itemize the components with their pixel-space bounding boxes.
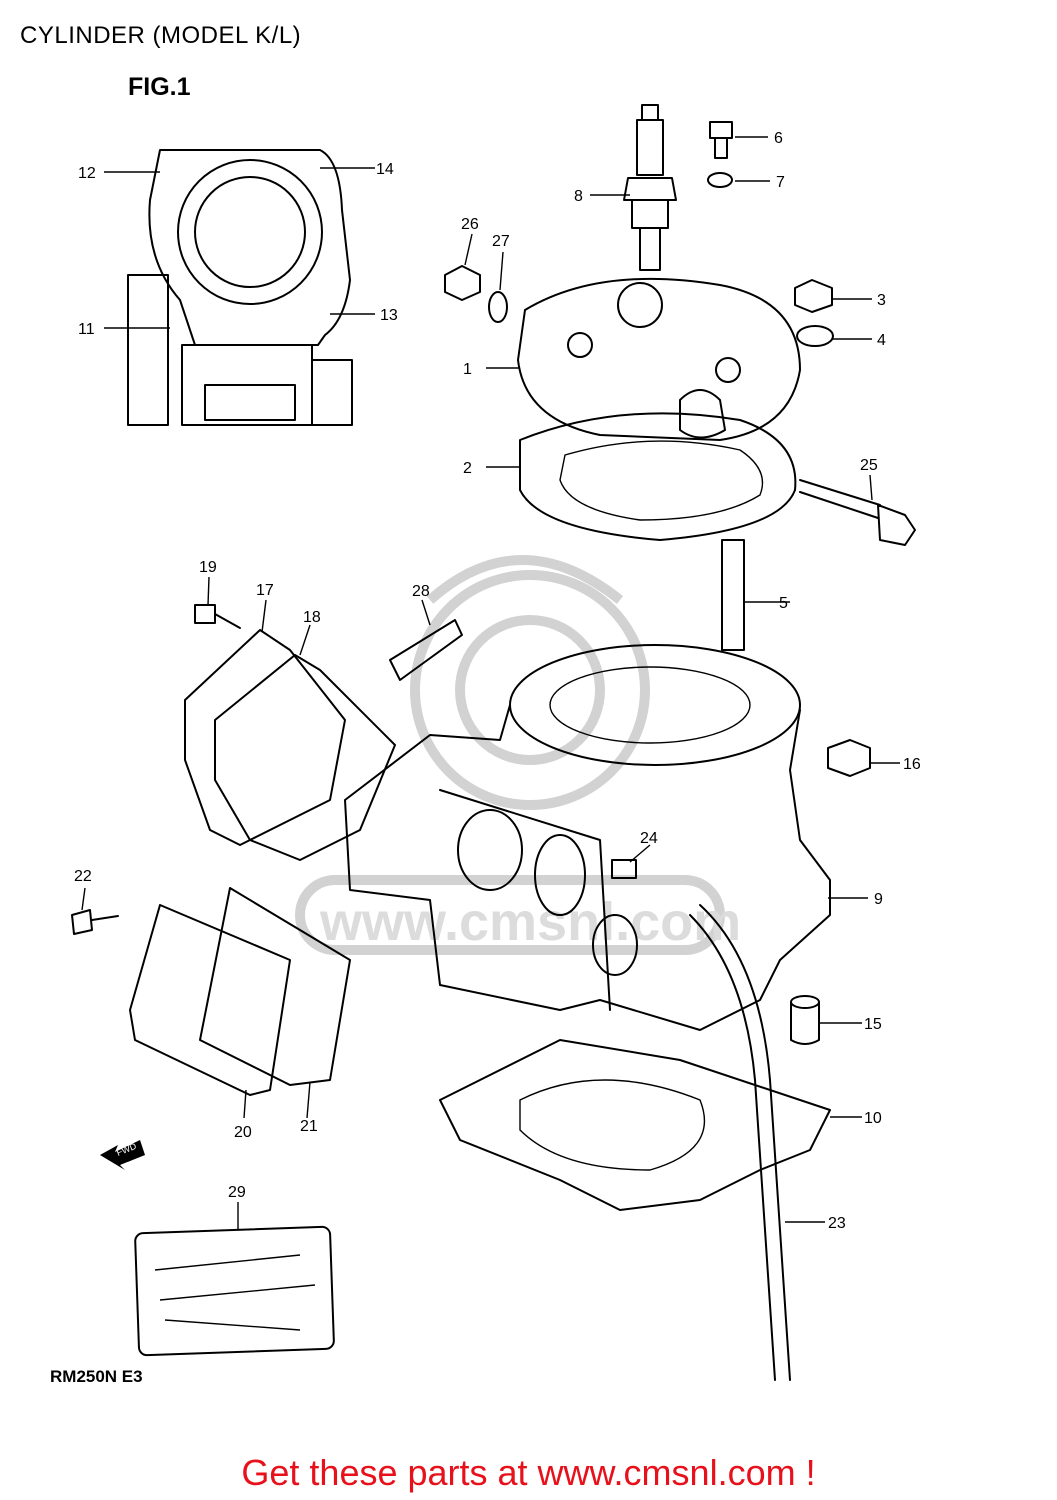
cylinder-top-view	[127, 149, 353, 426]
callout-12: 12	[78, 165, 96, 182]
callout-15: 15	[864, 1016, 882, 1033]
intake-gasket-18	[214, 654, 396, 861]
hose-23	[689, 904, 791, 1381]
callout-4: 4	[877, 332, 886, 349]
spark-plug	[623, 104, 677, 271]
callout-27: 27	[492, 233, 510, 250]
callout-10: 10	[864, 1110, 882, 1127]
callout-25: 25	[860, 457, 878, 474]
fwd-arrow-icon	[100, 1140, 145, 1170]
model-code: RM250N E3	[50, 1367, 143, 1386]
cylinder-head	[517, 277, 801, 441]
base-gasket	[439, 1039, 831, 1211]
callout-5: 5	[779, 595, 788, 612]
callout-8: 8	[574, 188, 583, 205]
bolt-25	[799, 479, 916, 546]
callout-9: 9	[874, 891, 883, 908]
cylinder-block	[344, 644, 831, 1031]
callout-1: 1	[463, 361, 472, 378]
watermark-text: www.cmsnl.com	[319, 892, 741, 952]
callout-2: 2	[463, 460, 472, 477]
callout-7: 7	[776, 174, 785, 191]
dowel-24	[611, 859, 637, 879]
callout-18: 18	[303, 609, 321, 626]
callout-26: 26	[461, 216, 479, 233]
washer-4	[796, 325, 834, 347]
callout-11: 11	[78, 321, 95, 338]
callout-6: 6	[774, 130, 783, 147]
callout-21: 21	[300, 1118, 318, 1135]
nut-3	[794, 279, 833, 313]
callout-16: 16	[903, 756, 921, 773]
callout-24: 24	[640, 830, 658, 847]
washer-7	[707, 172, 733, 188]
leader-lines	[81, 136, 900, 1230]
nut-16	[827, 739, 871, 777]
watermark-logo	[295, 555, 725, 955]
callout-14: 14	[376, 161, 394, 178]
callout-labels: 1 2 3 4 5 6 7 8 9 10 11 12 13 14 15 16 1…	[74, 130, 921, 1232]
screw-22	[71, 909, 119, 935]
callout-22: 22	[74, 868, 92, 885]
callout-20: 20	[234, 1124, 252, 1141]
plate-28	[389, 619, 463, 681]
callout-28: 28	[412, 583, 430, 600]
callout-19: 19	[199, 559, 217, 576]
stud-5	[721, 539, 745, 651]
callout-29: 29	[228, 1184, 246, 1201]
cta-link[interactable]: Get these parts at www.cmsnl.com !	[241, 1452, 816, 1493]
callout-13: 13	[380, 307, 398, 324]
head-gasket	[519, 412, 797, 541]
figure-label: FIG.1	[128, 73, 191, 101]
cover-20	[129, 904, 291, 1096]
callout-17: 17	[256, 582, 274, 599]
dowel-15	[790, 995, 820, 1045]
bolt-6	[709, 121, 733, 159]
callout-3: 3	[877, 292, 886, 309]
washer-27	[488, 291, 508, 323]
reed-gasket-17	[184, 629, 346, 846]
callout-23: 23	[828, 1215, 846, 1232]
page-title: CYLINDER (MODEL K/L)	[20, 22, 302, 49]
caution-label-29	[134, 1225, 335, 1357]
screw-19	[194, 604, 241, 629]
nut-26	[444, 265, 481, 301]
